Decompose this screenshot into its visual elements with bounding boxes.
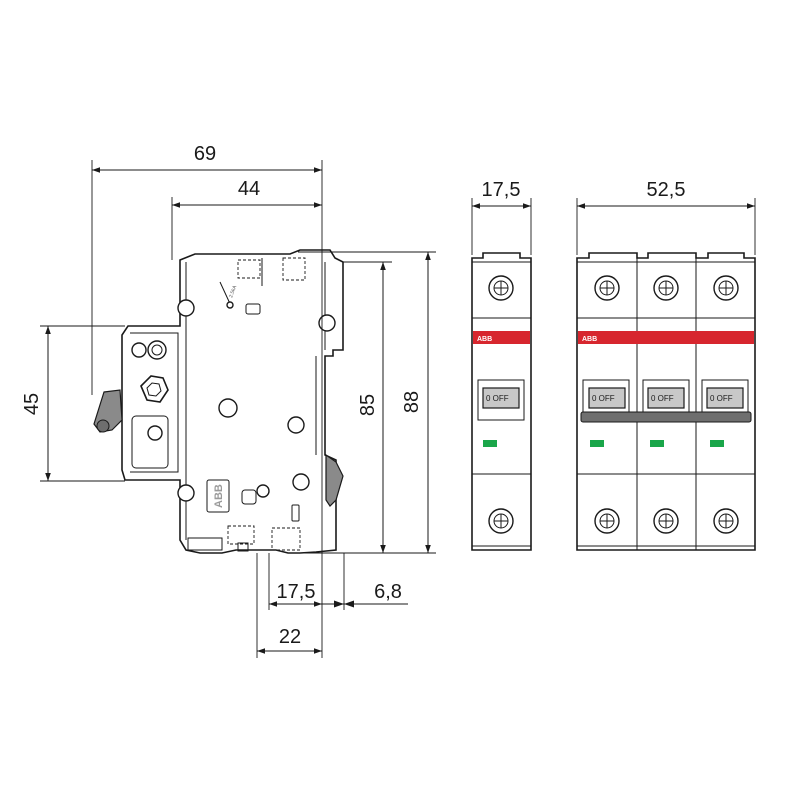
triple-pole-toggle — [588, 387, 626, 409]
dim-label-single-pole-width: 17,5 — [482, 179, 521, 201]
side-marking-dot — [226, 301, 234, 309]
single-pole-red-band — [473, 331, 530, 344]
bottom-terminal-outline-2 — [271, 527, 301, 551]
triple-pole-toggle — [706, 387, 744, 409]
single-pole-green-indicator — [483, 440, 497, 447]
mount-hole — [256, 484, 270, 498]
front-hex-knob-inner — [146, 382, 162, 397]
single-pole-front-view: ABB 0 OFF — [471, 252, 532, 551]
side-brand-text: ABB — [213, 484, 225, 508]
triple-pole-green-indicator — [710, 440, 724, 447]
triple-pole-green-indicator — [650, 440, 664, 447]
triple-pole-switch-label: 0 OFF — [651, 394, 674, 403]
side-view-front-lip — [130, 332, 179, 473]
triple-pole-screw-top — [594, 275, 620, 301]
front-knob — [147, 340, 167, 360]
triple-pole-switch-label: 0 OFF — [710, 394, 733, 403]
dim-label-rail-depth: 22 — [279, 626, 301, 648]
triple-pole-toggle — [647, 387, 685, 409]
mount-hole — [218, 398, 238, 418]
triple-pole-red-band — [578, 331, 754, 344]
single-pole-screw-top — [488, 275, 514, 301]
side-view-dimensions: 69 44 45 85 88 17,5 6,8 22 — [21, 143, 436, 658]
triple-pole-switch-label: 0 OFF — [592, 394, 615, 403]
dim-label-front-depth: 44 — [238, 178, 260, 200]
top-terminal-outline — [237, 259, 261, 279]
triple-pole-front-view: ABB 0 OFF 0 OFF 0 OFF — [576, 252, 756, 551]
triple-pole-brand: ABB — [582, 336, 597, 343]
front-window-hole — [147, 425, 163, 441]
rail-clip — [325, 453, 344, 507]
mount-hole — [292, 473, 310, 491]
mount-hole — [177, 484, 195, 502]
triple-pole-screw-top — [653, 275, 679, 301]
triple-pole-green-indicator — [590, 440, 604, 447]
dim-label-inner-height: 85 — [357, 394, 379, 416]
bottom-clip — [187, 537, 223, 551]
single-pole-switch-label: 0 OFF — [486, 394, 509, 403]
side-view: 2.5kA ABB — [93, 249, 344, 554]
dim-arrow-rail-offset — [334, 600, 344, 608]
dim-label-rail-offset: 6,8 — [374, 581, 402, 603]
mount-hole — [318, 314, 336, 332]
single-pole-body — [471, 252, 532, 551]
mount-hole — [177, 299, 195, 317]
single-pole-screw-bottom — [488, 508, 514, 534]
dim-label-triple-pole-width: 52,5 — [647, 179, 686, 201]
dim-arrow-rail-offset — [344, 600, 354, 608]
top-terminal-outline-2 — [282, 257, 306, 281]
front-window — [131, 415, 169, 469]
side-slot — [291, 504, 300, 522]
triple-pole-screw-bottom — [713, 508, 739, 534]
single-pole-brand: ABB — [477, 336, 492, 343]
front-view-dimensions: 17,5 52,5 — [471, 179, 756, 255]
side-slot — [241, 489, 257, 505]
dim-label-overall-depth: 69 — [194, 143, 216, 165]
mount-hole — [287, 416, 305, 434]
bottom-terminal-outline — [227, 525, 255, 545]
side-view-housing — [121, 249, 344, 554]
triple-pole-screw-bottom — [594, 508, 620, 534]
triple-pole-screw-top — [713, 275, 739, 301]
bottom-slot — [237, 542, 249, 552]
side-handle-pivot — [96, 419, 110, 433]
front-knob — [131, 342, 147, 358]
side-brand-box — [206, 479, 230, 513]
triple-pole-screw-bottom — [653, 508, 679, 534]
dim-label-outer-height: 88 — [401, 391, 423, 413]
dim-label-mount-height: 45 — [21, 393, 43, 415]
single-pole-switch-window — [477, 379, 525, 421]
triple-pole-handle-bar — [580, 411, 752, 423]
side-marking-text: 2.5kA — [228, 284, 238, 299]
dim-label-base-width: 17,5 — [277, 581, 316, 603]
side-slot — [245, 303, 261, 315]
front-knob-inner — [151, 344, 163, 356]
front-hex-knob — [140, 375, 169, 403]
single-pole-switch-toggle — [482, 387, 520, 409]
